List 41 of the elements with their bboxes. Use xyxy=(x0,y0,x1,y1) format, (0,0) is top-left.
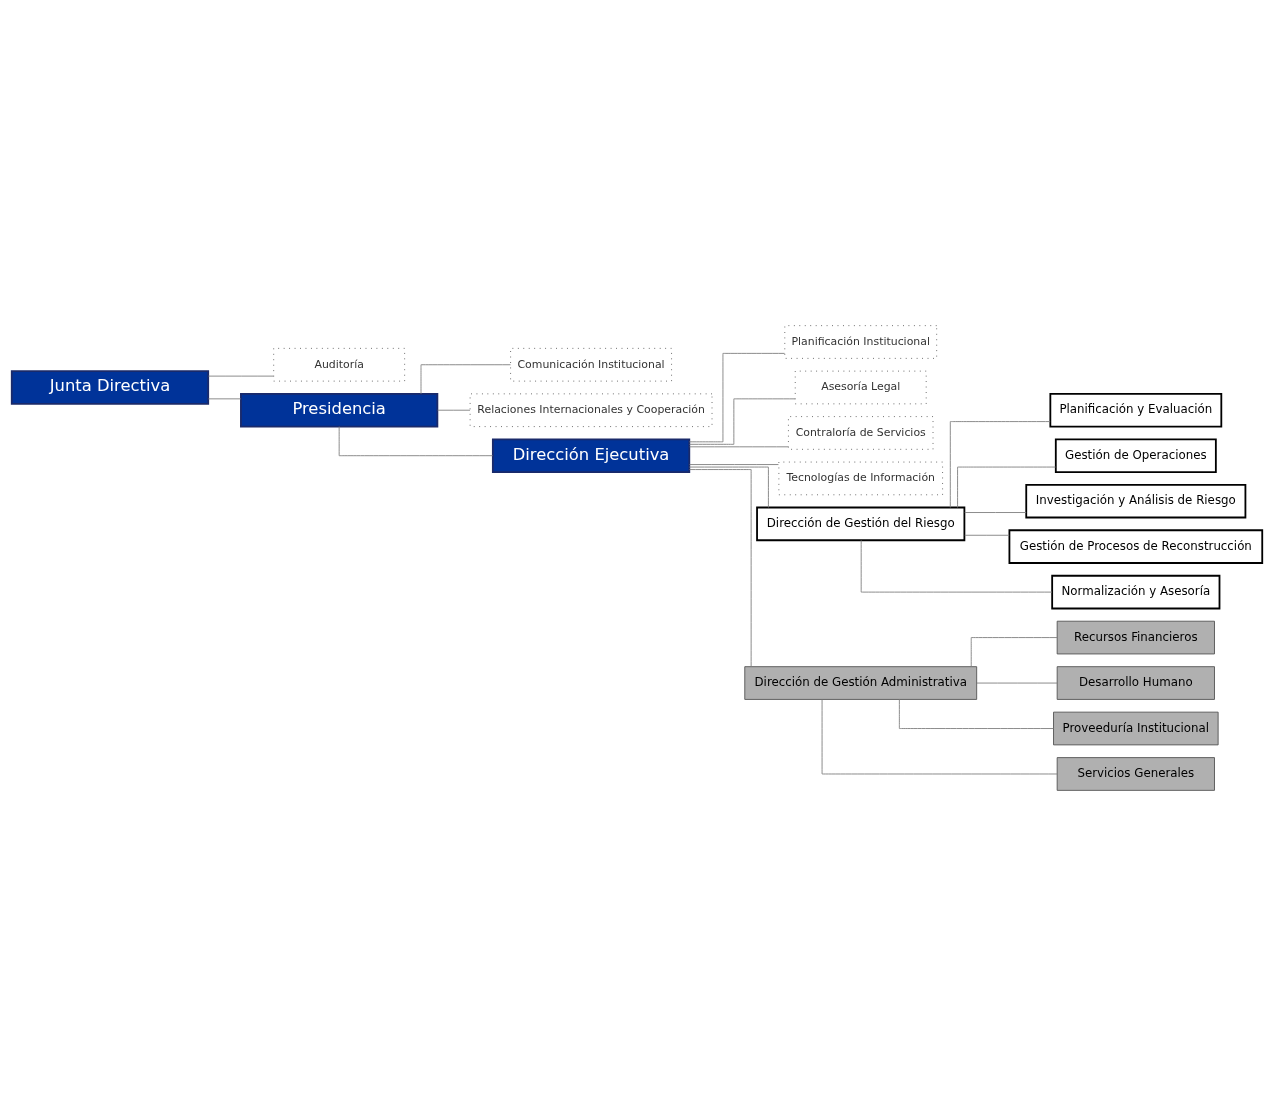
connector xyxy=(689,446,789,448)
connector xyxy=(420,364,511,395)
node-box: Desarrollo Humano xyxy=(1056,666,1215,700)
connector xyxy=(689,469,752,668)
node-box: Normalización y Asesoría xyxy=(1051,574,1221,610)
connector xyxy=(437,409,471,411)
node-box: Planificación y Evaluación xyxy=(1049,392,1223,428)
connector xyxy=(976,682,1058,684)
connector xyxy=(338,426,494,457)
node-box: Auditoría xyxy=(273,347,406,382)
connector xyxy=(689,464,779,465)
node-box: Investigación y Análisis de Riesgo xyxy=(1025,483,1247,519)
connector xyxy=(964,534,1010,536)
node-box: Proveeduría Institucional xyxy=(1053,711,1219,746)
connector xyxy=(970,637,1058,668)
connector xyxy=(208,375,274,377)
connector xyxy=(860,539,1053,593)
connector xyxy=(898,699,1054,729)
node-box: Planificación Institucional xyxy=(784,325,938,359)
node-box: Tecnologías de Información xyxy=(778,461,944,496)
node-box: Gestión de Procesos de Reconstrucción xyxy=(1008,529,1264,564)
connector xyxy=(688,466,769,508)
node-box: Servicios Generales xyxy=(1056,757,1215,791)
node-box: Comunicación Institucional xyxy=(510,347,672,382)
node-box: Dirección Ejecutiva xyxy=(491,438,691,473)
node-box: Presidencia xyxy=(240,392,439,428)
connector xyxy=(689,398,796,445)
node-box: Contraloría de Servicios xyxy=(787,416,934,450)
connector xyxy=(208,398,242,400)
connector xyxy=(949,421,1051,508)
connector xyxy=(964,512,1027,513)
connector xyxy=(821,699,1058,775)
node-box: Dirección de Gestión del Riesgo xyxy=(756,506,966,542)
node-box: Dirección de Gestión Administrativa xyxy=(744,666,978,700)
node-box: Junta Directiva xyxy=(10,370,210,405)
connector xyxy=(957,466,1057,508)
node-box: Asesoría Legal xyxy=(794,370,927,405)
node-box: Recursos Financieros xyxy=(1056,620,1215,655)
connector xyxy=(688,352,786,443)
node-box: Relaciones Internacionales y Cooperación xyxy=(469,393,713,428)
node-box: Gestión de Operaciones xyxy=(1054,438,1217,473)
